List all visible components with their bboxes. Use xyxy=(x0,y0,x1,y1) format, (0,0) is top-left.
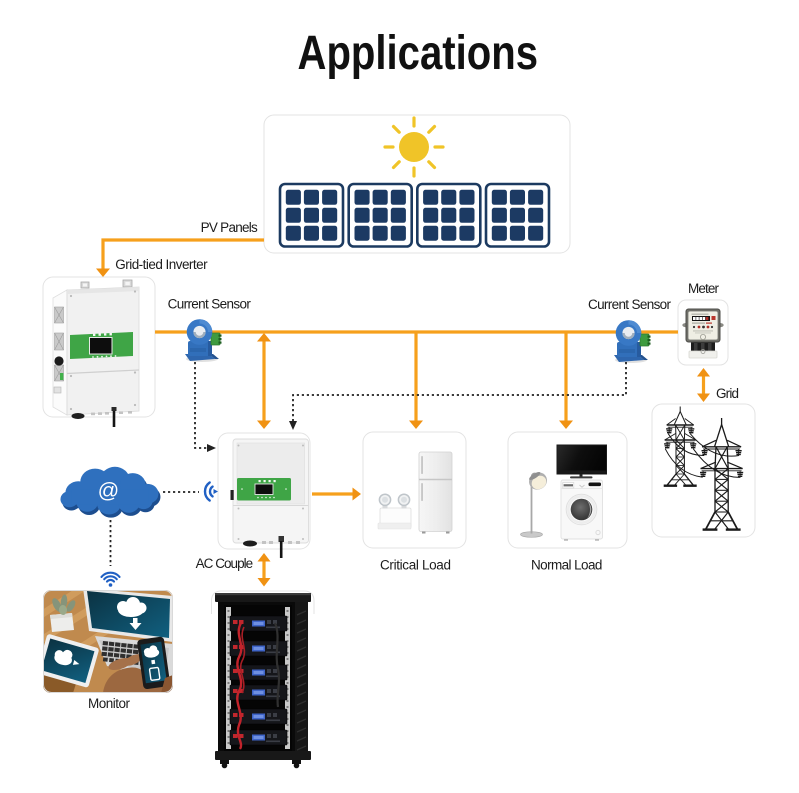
svg-text:Critical Load: Critical Load xyxy=(380,557,451,572)
svg-text:AC Couple: AC Couple xyxy=(196,556,254,571)
svg-text:Grid-tied Inverter: Grid-tied Inverter xyxy=(115,257,208,272)
svg-text:Monitor: Monitor xyxy=(88,696,131,711)
svg-text:Applications: Applications xyxy=(298,27,539,80)
svg-text:Meter: Meter xyxy=(688,281,720,296)
svg-text:PV Panels: PV Panels xyxy=(201,220,258,235)
svg-text:Current Sensor: Current Sensor xyxy=(168,296,252,311)
svg-text:@: @ xyxy=(98,478,120,502)
svg-text:Current Sensor: Current Sensor xyxy=(588,297,672,312)
svg-text:Normal Load: Normal Load xyxy=(531,557,602,572)
svg-text:Grid: Grid xyxy=(716,386,739,401)
